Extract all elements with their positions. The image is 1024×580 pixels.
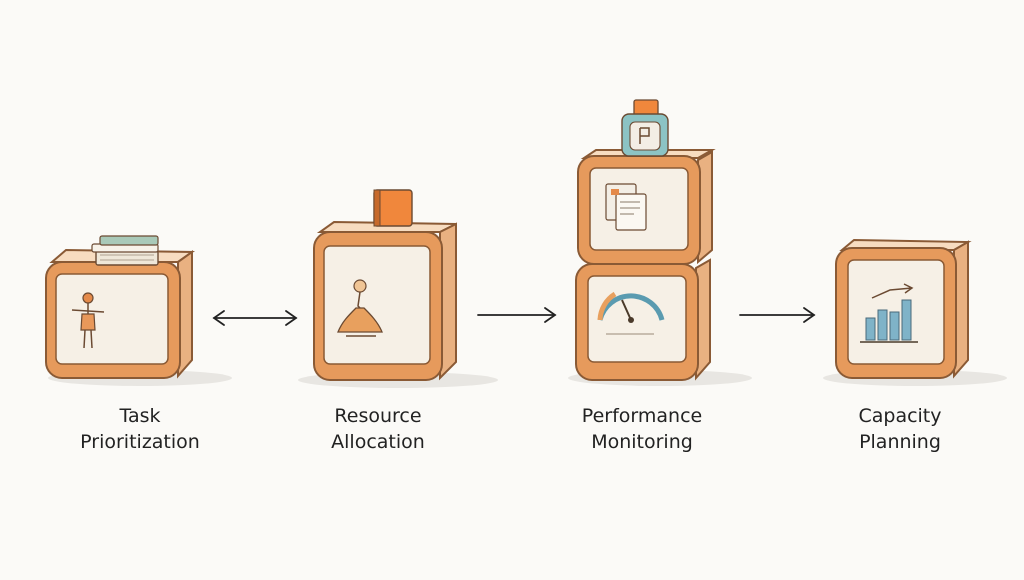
step-label-line1: Capacity [858, 405, 942, 427]
cube-performance-monitoring [568, 99, 752, 386]
step-label-line1: Task [119, 405, 161, 427]
book-icon [373, 189, 413, 227]
step-label-line2: Prioritization [80, 431, 200, 453]
document-icon [605, 183, 647, 231]
connector-forward [739, 307, 816, 323]
gauge-icon [597, 291, 665, 335]
step-label-performance-monitoring: Performance Monitoring [542, 403, 742, 455]
step-label-line1: Resource [334, 405, 422, 427]
cube-capacity-planning [823, 238, 1007, 386]
connector-bidirectional [212, 310, 298, 326]
bar-chart-icon [860, 283, 918, 343]
person-icon [71, 292, 105, 349]
books-icon [91, 235, 159, 266]
step-label-line2: Monitoring [591, 431, 693, 453]
step-label-resource-allocation: Resource Allocation [278, 403, 478, 455]
cube-task-prioritization [45, 235, 232, 386]
badge-icon [621, 99, 669, 157]
step-label-line2: Planning [859, 431, 941, 453]
connector-forward [477, 307, 557, 323]
step-label-capacity-planning: Capacity Planning [800, 403, 1000, 455]
figure-icon [337, 279, 383, 337]
step-label-line2: Allocation [331, 431, 425, 453]
step-label-task-prioritization: Task Prioritization [40, 403, 240, 455]
step-label-line1: Performance [581, 405, 703, 427]
cube-resource-allocation [298, 189, 498, 388]
